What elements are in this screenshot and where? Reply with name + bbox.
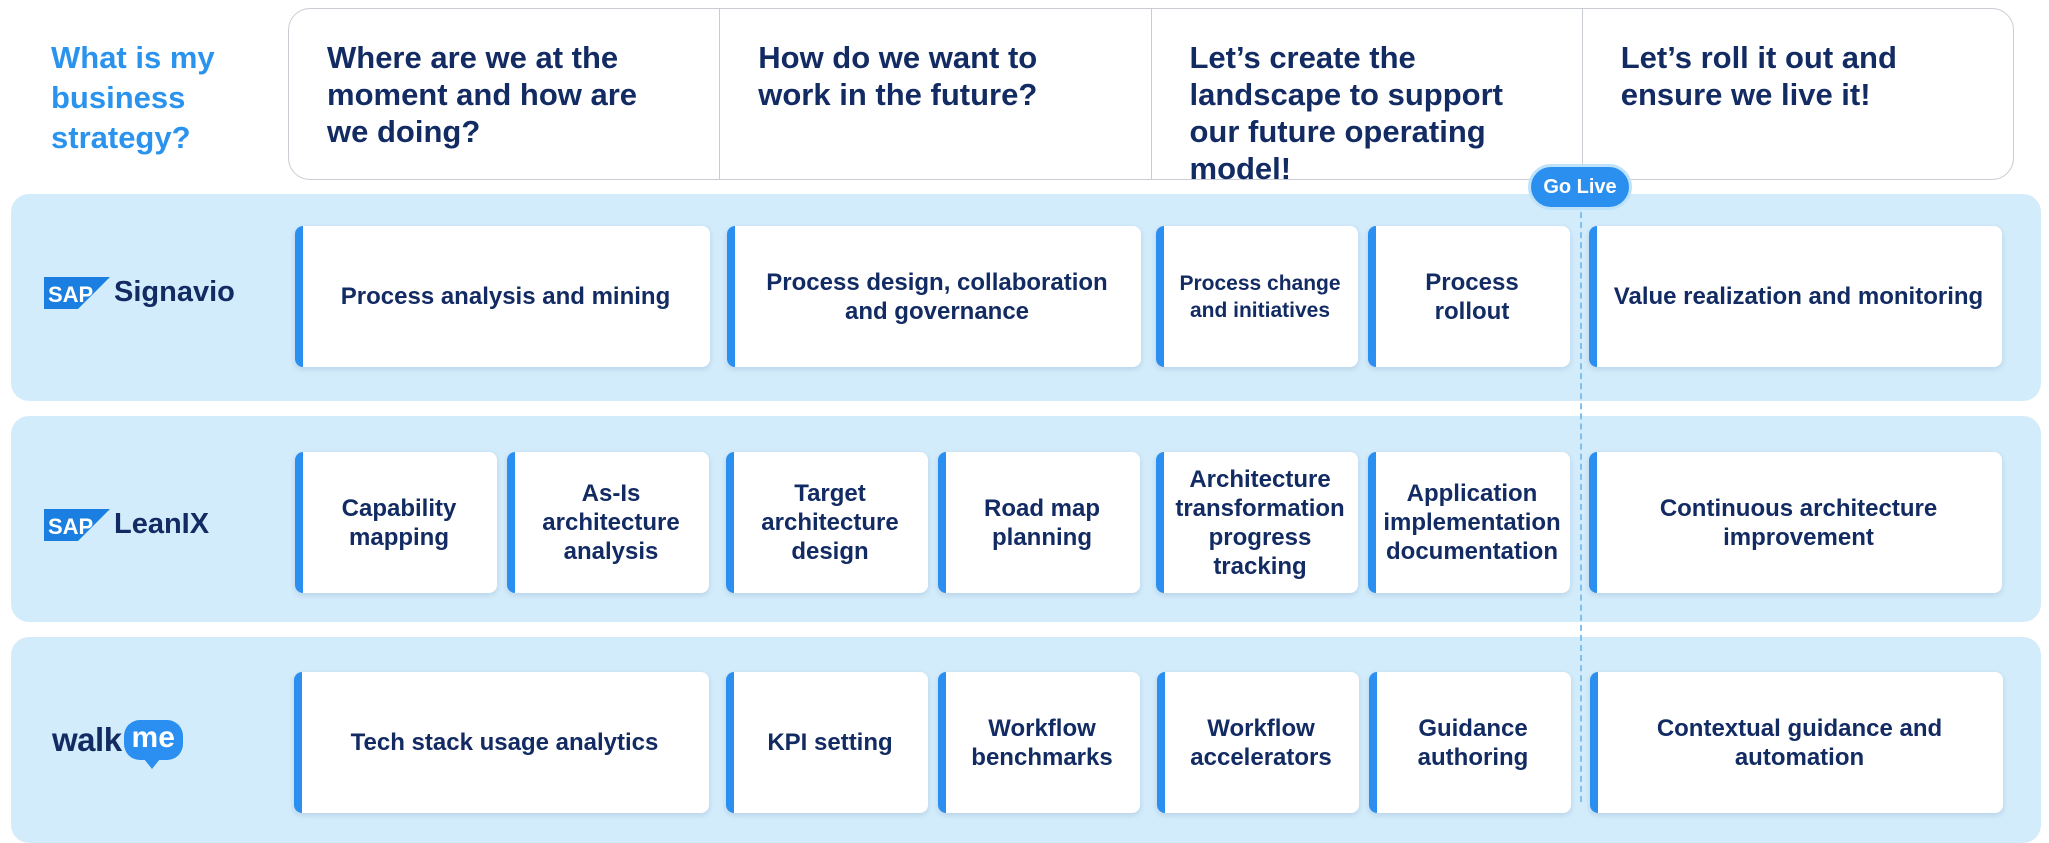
card-tech-stack-analytics: Tech stack usage analytics [294, 672, 709, 813]
card-process-analysis: Process analysis and mining [295, 226, 710, 367]
sap-logo-icon: SAP [44, 276, 110, 309]
card-workflow-accelerators: Workflow accelerators [1157, 672, 1359, 813]
card-label: Target architecture design [761, 480, 899, 565]
card-guidance-authoring: Guidance authoring [1369, 672, 1571, 813]
phase-2-title: How do we want to work in the future? [719, 9, 1150, 179]
strategy-title: What is my business strategy? [51, 40, 215, 155]
card-label: KPI setting [767, 729, 893, 756]
card-workflow-benchmarks: Workflow benchmarks [938, 672, 1140, 813]
card-label: Tech stack usage analytics [350, 729, 659, 756]
card-label: As-Is architecture analysis [542, 480, 680, 565]
phase-4-title: Let’s roll it out and ensure we live it! [1581, 9, 2013, 179]
card-target-architecture: Target architecture design [726, 452, 928, 593]
card-architecture-transformation: Architecture transformation progress tra… [1156, 452, 1358, 593]
card-label: Process change and initiatives [1179, 271, 1341, 322]
card-label: Architecture transformation progress tra… [1175, 465, 1345, 580]
card-label: Process analysis and mining [340, 283, 671, 310]
card-label: Guidance authoring [1417, 714, 1529, 771]
card-label: Value realization and monitoring [1613, 283, 1984, 310]
card-application-implementation: Application implementation documentation [1368, 452, 1570, 593]
card-label: Continuous architecture improvement [1659, 494, 1938, 551]
card-road-map-planning: Road map planning [938, 452, 1140, 593]
signavio-logo-text: Signavio [114, 276, 235, 308]
sap-badge-text: SAP [48, 282, 93, 307]
go-live-badge: Go Live [1528, 164, 1632, 210]
card-process-design: Process design, collaboration and govern… [727, 226, 1141, 367]
card-label: Capability mapping [341, 494, 457, 551]
card-process-rollout: Process rollout [1368, 226, 1570, 367]
card-kpi-setting: KPI setting [726, 672, 928, 813]
card-continuous-architecture: Continuous architecture improvement [1589, 452, 2002, 593]
phase-3-title: Let’s create the landscape to support ou… [1150, 9, 1582, 186]
sap-badge-text: SAP [48, 514, 93, 539]
card-label: Contextual guidance and automation [1656, 714, 1943, 771]
phase-header: Where are we at the moment and how are w… [288, 8, 2014, 186]
walkme-logo-badge: me [123, 720, 183, 769]
card-label: Workflow benchmarks [971, 714, 1113, 771]
card-asis-architecture: As-Is architecture analysis [507, 452, 709, 593]
card-value-realization: Value realization and monitoring [1589, 226, 2002, 367]
phase-1-title: Where are we at the moment and how are w… [327, 40, 638, 149]
card-label: Application implementation documentation [1383, 480, 1561, 565]
sap-logo-icon: SAP [44, 508, 110, 541]
card-capability-mapping: Capability mapping [295, 452, 497, 593]
card-label: Workflow accelerators [1190, 714, 1332, 771]
leanix-logo: SAP LeanIX [44, 508, 209, 541]
leanix-logo-text: LeanIX [114, 508, 210, 540]
card-contextual-guidance: Contextual guidance and automation [1590, 672, 2003, 813]
walkme-logo: walk me [52, 720, 183, 769]
card-process-change: Process change and initiatives [1156, 226, 1358, 367]
card-label: Process design, collaboration and govern… [766, 268, 1108, 325]
walkme-logo-text: walk [52, 721, 122, 758]
card-label: Road map planning [983, 494, 1100, 551]
card-label: Process rollout [1425, 268, 1519, 325]
signavio-logo: SAP Signavio [44, 276, 235, 309]
go-live-line [1580, 202, 1582, 802]
